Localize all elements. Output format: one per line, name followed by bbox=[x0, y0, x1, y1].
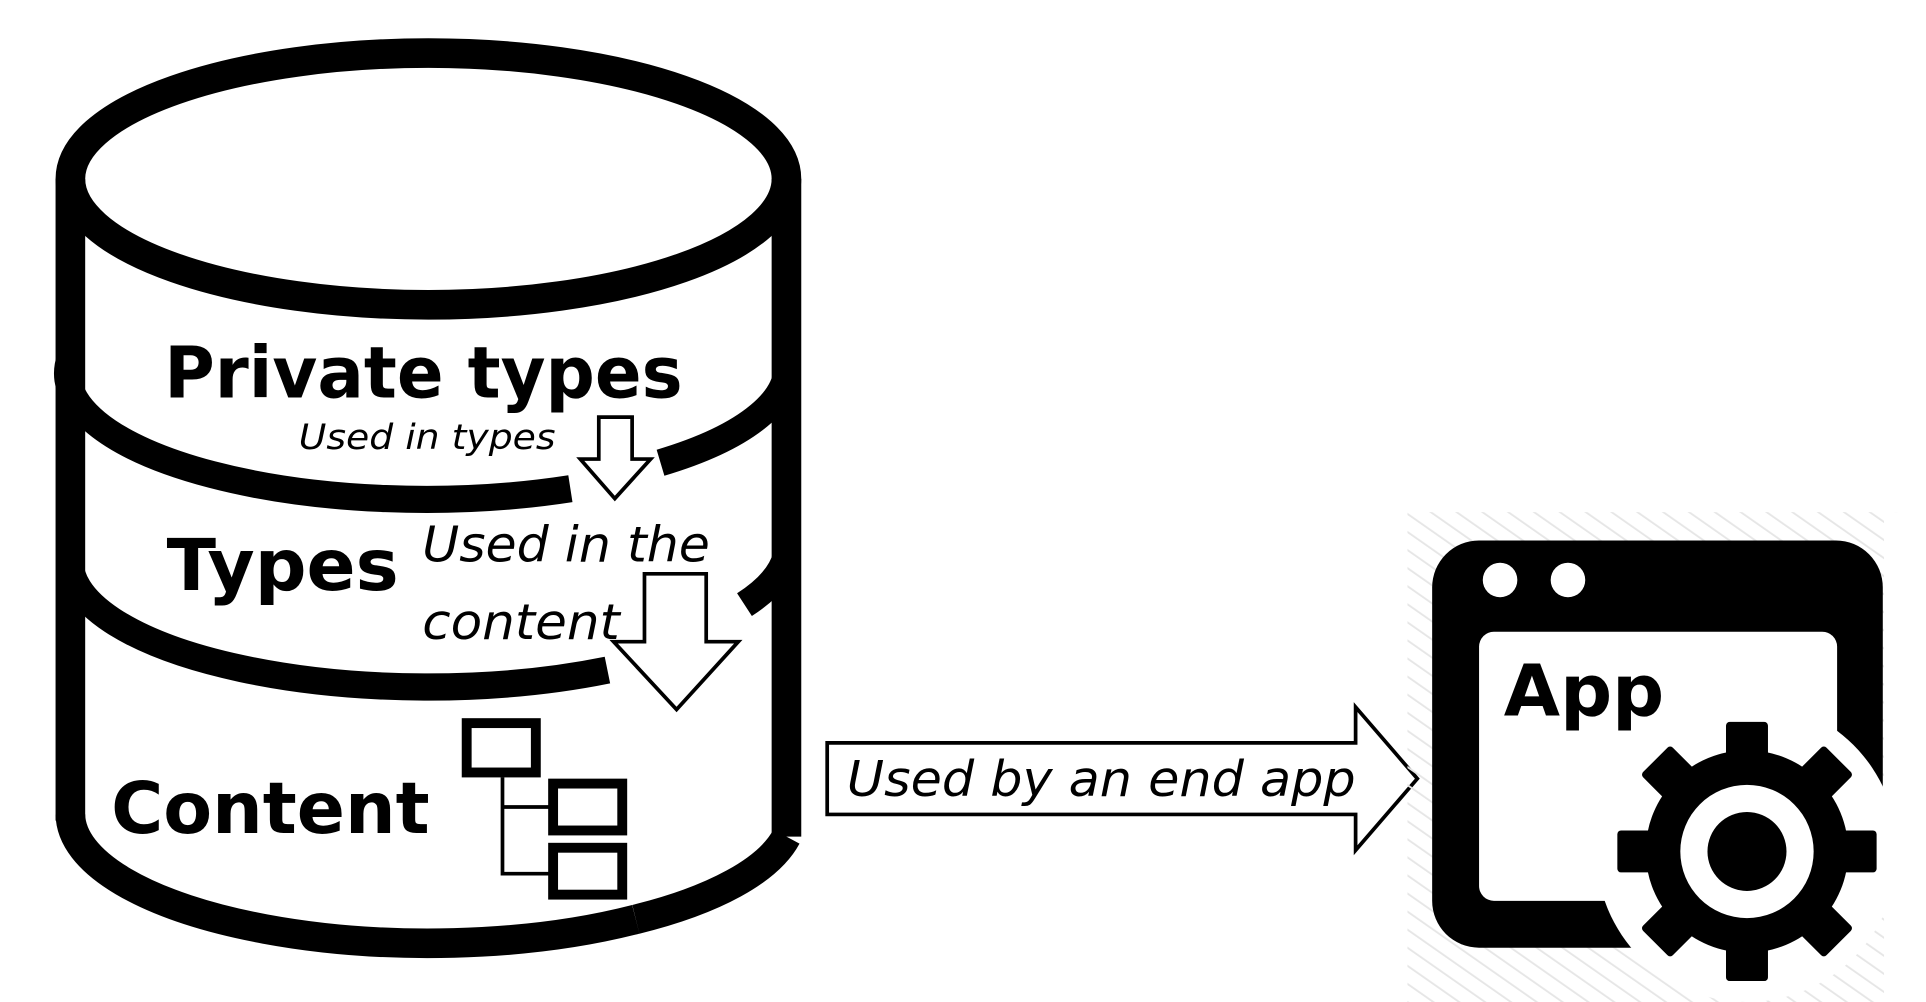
layer-label-content: Content bbox=[111, 767, 430, 850]
annotation-content: content bbox=[422, 593, 621, 651]
arrow-down-icon bbox=[609, 571, 743, 713]
arrow-right-icon bbox=[825, 702, 1420, 856]
layer-label-types: Types bbox=[167, 524, 399, 607]
annotation-used-by-app: Used by an end app bbox=[847, 750, 1356, 808]
annotation-used-in-the: Used in the bbox=[422, 515, 710, 573]
tree-hierarchy-icon bbox=[461, 718, 628, 900]
annotation-used-in-types: Used in types bbox=[299, 418, 556, 458]
gear-icon bbox=[1596, 700, 1898, 1002]
arrow-down-icon bbox=[576, 415, 655, 502]
database-cylinder-icon bbox=[54, 38, 802, 959]
app-label: App bbox=[1504, 650, 1665, 733]
layer-label-private-types: Private types bbox=[164, 331, 683, 414]
